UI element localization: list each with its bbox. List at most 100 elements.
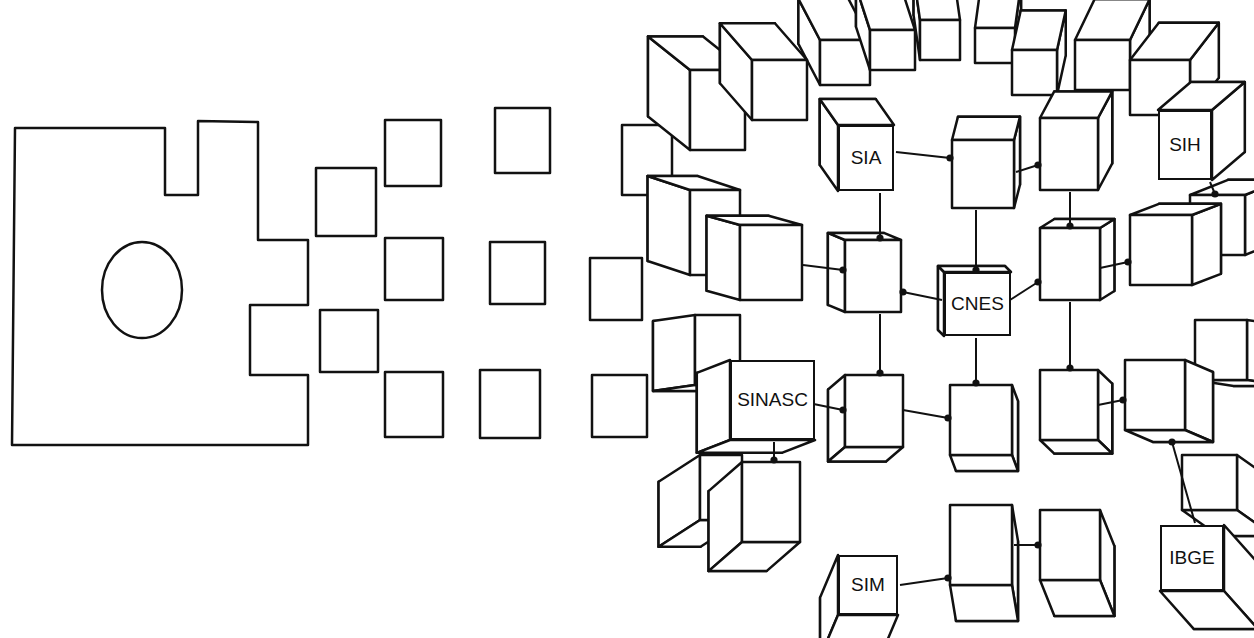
system-box: SINASC (730, 360, 815, 440)
square (592, 375, 647, 437)
cube-network (648, 0, 1254, 638)
cube-front (845, 240, 901, 312)
square (320, 310, 378, 372)
puzzle-outline (12, 121, 308, 445)
square (385, 120, 441, 186)
cube-front (1040, 510, 1100, 580)
system-label: CNES (951, 293, 1004, 315)
cube-front (952, 140, 1014, 208)
cube-front (845, 375, 903, 447)
cube-side (1158, 82, 1245, 110)
cube-side (1040, 440, 1112, 454)
link-dot (877, 235, 882, 240)
cube-front (752, 60, 807, 120)
cube-front (975, 28, 1015, 63)
cube-front (1040, 228, 1100, 300)
link-dot (877, 370, 882, 375)
cube-front (1182, 455, 1237, 510)
cube-side (1012, 10, 1066, 50)
cube-side (914, 0, 960, 20)
cube-front (1130, 215, 1192, 285)
cube-side (1040, 219, 1114, 228)
cube-side (828, 233, 845, 312)
link-line (1098, 400, 1123, 405)
square (316, 168, 376, 236)
cube-side (648, 176, 690, 275)
link-line (803, 265, 843, 270)
link-line (1100, 262, 1128, 268)
link-dot (973, 380, 978, 385)
system-label: SIA (851, 147, 882, 169)
cube-side (975, 0, 1021, 28)
cube-side (653, 315, 695, 391)
cube-front (1125, 360, 1185, 430)
link-line (1069, 302, 1071, 368)
cube-side (1040, 91, 1112, 118)
cube-front (1012, 50, 1057, 95)
system-box: SIH (1158, 110, 1212, 180)
link-dot (947, 155, 952, 160)
loose-squares (316, 108, 672, 438)
link-dot (771, 457, 776, 462)
link-dot (1067, 365, 1072, 370)
link-line (903, 410, 948, 418)
cube-front (1040, 370, 1098, 440)
link-line (1172, 442, 1195, 523)
cube-side (648, 176, 740, 190)
cube-side (697, 360, 730, 453)
system-box: CNES (944, 272, 1011, 336)
system-label: SINASC (737, 389, 808, 411)
link-dot (1067, 223, 1072, 228)
link-line (975, 210, 977, 270)
cube-front (740, 225, 802, 300)
link-line (900, 578, 948, 585)
link-line (879, 193, 881, 238)
cube-side (820, 99, 894, 125)
cube-front (742, 462, 800, 542)
system-box: SIM (838, 555, 898, 615)
link-dot (945, 415, 950, 420)
link-dot (900, 289, 905, 294)
cube-side (1190, 180, 1254, 195)
link-dot (1035, 162, 1040, 167)
link-dot (945, 575, 950, 580)
system-label: IBGE (1169, 547, 1214, 569)
system-box: IBGE (1160, 525, 1224, 591)
square (385, 238, 443, 300)
cube-side (1130, 23, 1219, 60)
cube-side (820, 615, 898, 638)
cube-front (920, 20, 960, 60)
cube-side (856, 0, 915, 30)
link-dot (840, 267, 845, 272)
link-dot (1120, 397, 1125, 402)
link-line (903, 292, 942, 300)
cube-side (1185, 360, 1213, 442)
cube-side (709, 542, 800, 571)
cube-side (720, 23, 807, 60)
cube-side (1130, 204, 1221, 215)
link-dot (1169, 439, 1174, 444)
cube-side (950, 585, 1018, 621)
cube-side (707, 216, 740, 300)
square (590, 258, 642, 320)
link-dot (1035, 542, 1040, 547)
cube-side (1192, 204, 1221, 285)
cube-side (1160, 591, 1254, 629)
puzzle-hole (102, 242, 182, 338)
cube-side (1075, 0, 1150, 40)
system-box: SIA (838, 125, 894, 191)
cube-side (952, 117, 1020, 140)
square (480, 370, 540, 438)
system-label: SIM (851, 574, 885, 596)
puzzle-piece (12, 121, 308, 445)
cube-front (950, 385, 1012, 455)
link-line (1069, 192, 1071, 226)
cube-front (950, 505, 1012, 585)
link-line (879, 314, 881, 373)
square (495, 108, 550, 173)
cube-front (1040, 118, 1098, 190)
link-dot (1212, 191, 1217, 196)
cube-side (1100, 219, 1114, 300)
cube-side (707, 216, 802, 225)
